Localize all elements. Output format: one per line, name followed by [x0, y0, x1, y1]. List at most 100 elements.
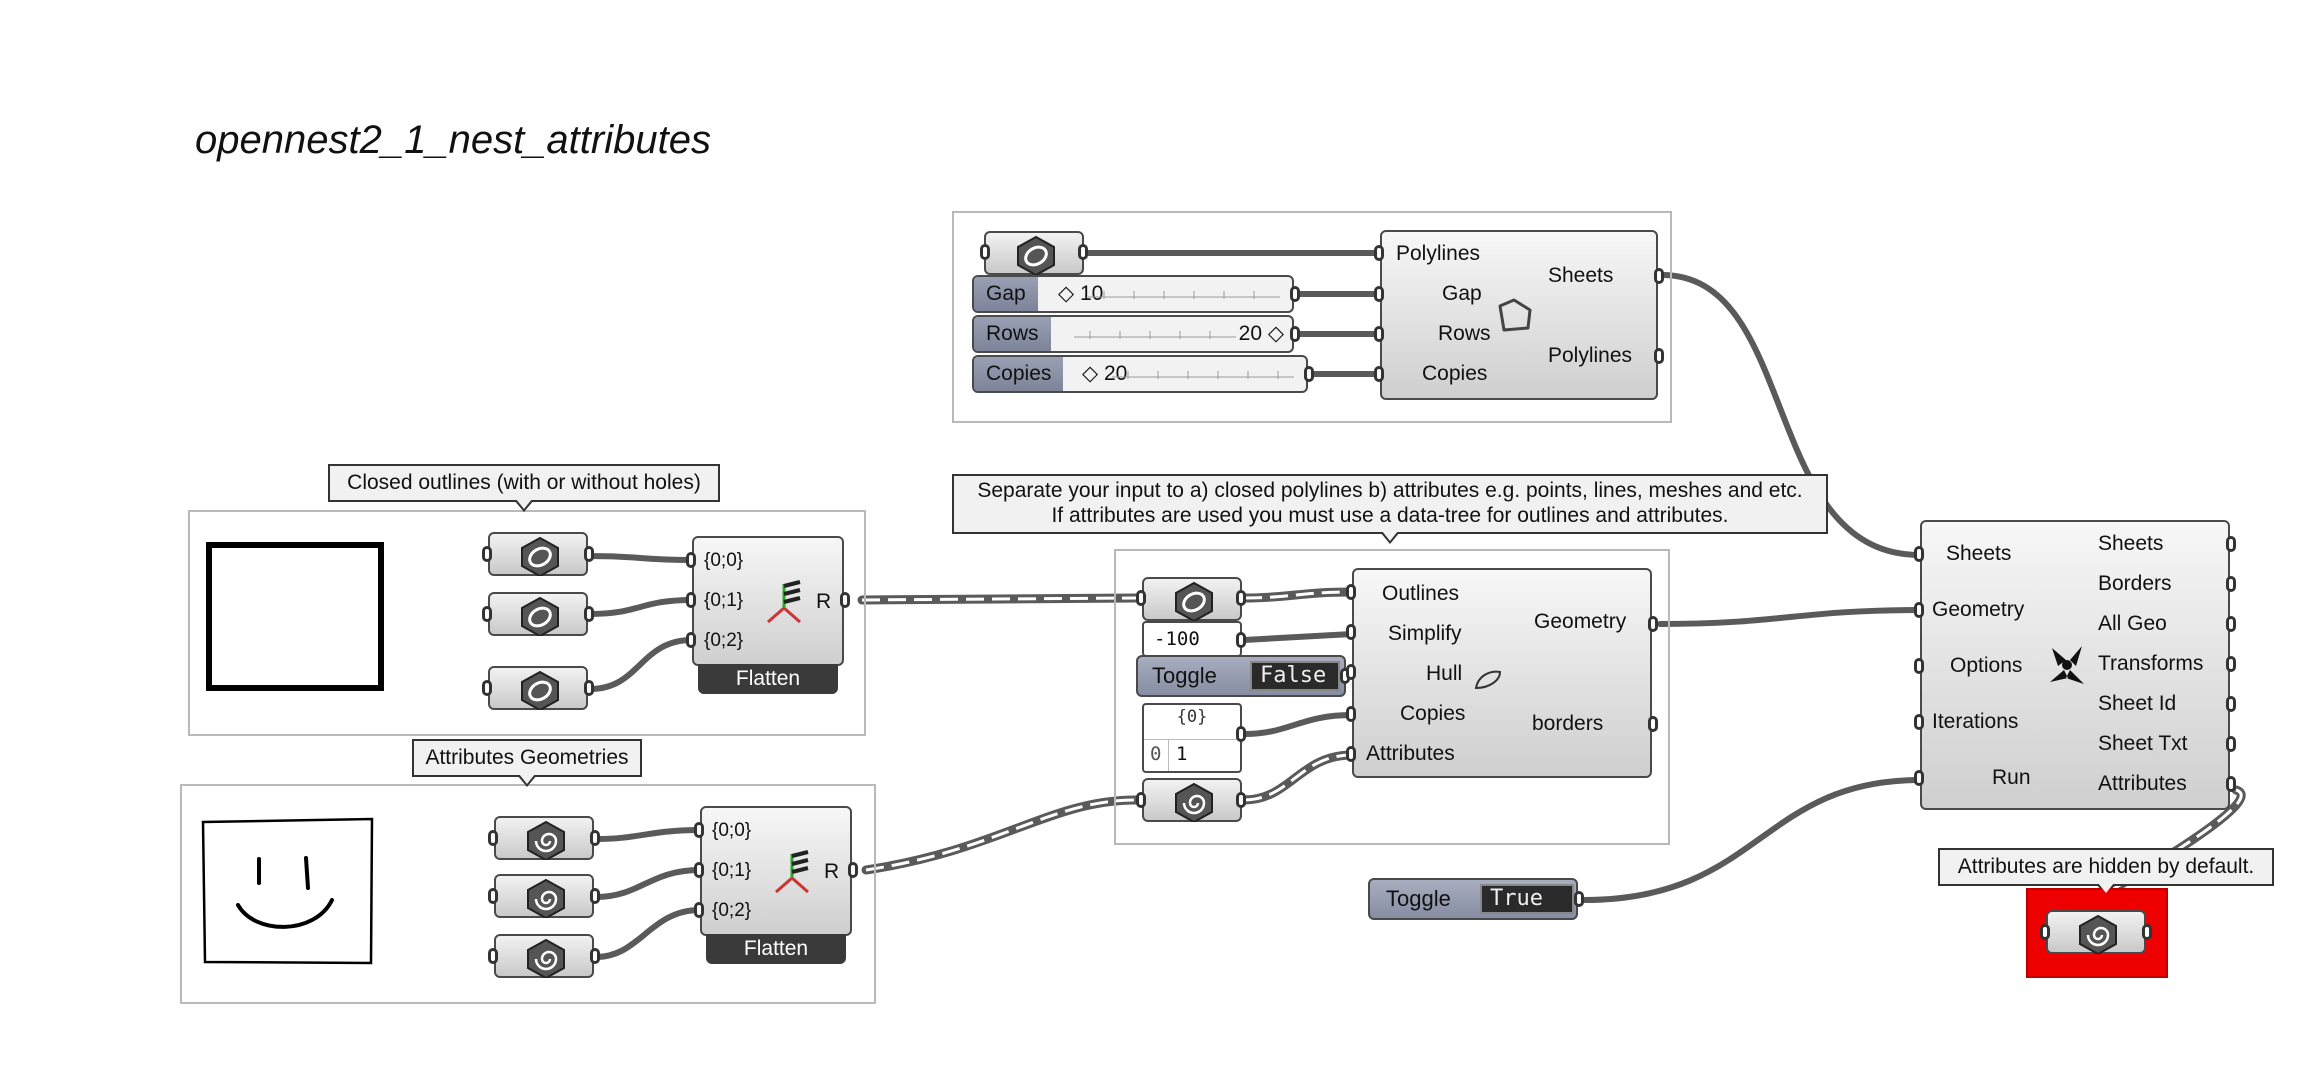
- port-in[interactable]: [482, 546, 492, 562]
- copies-slider-port[interactable]: [1304, 366, 1314, 382]
- gap-slider[interactable]: Gap ◇ 10: [972, 275, 1294, 313]
- nest-port-out-attributes[interactable]: [2226, 776, 2236, 792]
- nest-port-sheets[interactable]: [1914, 546, 1924, 562]
- simplify-number-param[interactable]: -100: [1142, 621, 1242, 657]
- flatten-top-input-2: {0;2}: [704, 630, 744, 651]
- flatten-top-port-out[interactable]: [840, 592, 850, 608]
- curve-param-outlines[interactable]: [1142, 577, 1242, 621]
- flatten-tree-icon: [767, 580, 801, 624]
- port-out[interactable]: [1236, 792, 1246, 808]
- nest-input-run: Run: [1992, 766, 2031, 789]
- copies-slider-track[interactable]: [1108, 365, 1298, 387]
- port-out[interactable]: [1078, 244, 1088, 260]
- flatten-bottom-port-out[interactable]: [848, 862, 858, 878]
- port-out[interactable]: [590, 830, 600, 846]
- sheet-port-copies[interactable]: [1374, 366, 1384, 382]
- port-in[interactable]: [1136, 590, 1146, 606]
- port-out[interactable]: [584, 546, 594, 562]
- sheet-port-out-polylines[interactable]: [1654, 348, 1664, 364]
- flatten-bottom-port-2[interactable]: [694, 902, 704, 918]
- port-in[interactable]: [1136, 792, 1146, 808]
- nest-port-out-sheets[interactable]: [2226, 536, 2236, 552]
- simplify-port-out[interactable]: [1236, 632, 1246, 648]
- nest-port-run[interactable]: [1914, 770, 1924, 786]
- geometry-port-out-geometry[interactable]: [1648, 616, 1658, 632]
- port-in[interactable]: [488, 888, 498, 904]
- curve-param-sheet[interactable]: [984, 231, 1084, 275]
- curve-param-outline-1[interactable]: [488, 532, 588, 576]
- hexagon-curve-icon: [1175, 581, 1213, 621]
- flatten-top-port-1[interactable]: [686, 592, 696, 608]
- hull-toggle-value[interactable]: False: [1250, 661, 1340, 691]
- nest-port-out-sheettxt[interactable]: [2226, 736, 2236, 752]
- curve-param-outline-3[interactable]: [488, 666, 588, 710]
- geometry-param-attr-3[interactable]: [494, 934, 594, 978]
- nest-port-out-allgeo[interactable]: [2226, 616, 2236, 632]
- rows-slider-port[interactable]: [1290, 326, 1300, 342]
- port-out[interactable]: [2142, 924, 2152, 940]
- port-in[interactable]: [2040, 924, 2050, 940]
- run-toggle[interactable]: Toggle True: [1368, 878, 1578, 920]
- sheet-port-polylines[interactable]: [1374, 245, 1384, 261]
- nest-port-iterations[interactable]: [1914, 714, 1924, 730]
- port-in[interactable]: [488, 830, 498, 846]
- nest-component[interactable]: Sheets Geometry Options Iterations Run S…: [1920, 520, 2230, 810]
- wire-curve1-to-flatten: [587, 553, 695, 563]
- sheet-port-rows[interactable]: [1374, 326, 1384, 342]
- geometry-port-out-borders[interactable]: [1648, 716, 1658, 732]
- copies-panel-port[interactable]: [1236, 726, 1246, 742]
- copies-slider[interactable]: Copies ◇ 20: [972, 355, 1308, 393]
- gap-slider-track[interactable]: [1084, 285, 1284, 307]
- nest-port-options[interactable]: [1914, 658, 1924, 674]
- flatten-bottom-port-1[interactable]: [694, 862, 704, 878]
- port-in[interactable]: [980, 244, 990, 260]
- port-out[interactable]: [1236, 590, 1246, 606]
- hull-toggle[interactable]: Toggle False: [1136, 655, 1346, 697]
- copies-panel-divider: [1144, 739, 1240, 740]
- rows-slider[interactable]: Rows 20 ◇: [972, 315, 1294, 353]
- port-out[interactable]: [584, 680, 594, 696]
- port-out[interactable]: [590, 948, 600, 964]
- hexagon-geometry-icon: [527, 878, 565, 918]
- geometry-param-attributes[interactable]: [1142, 778, 1242, 822]
- sheet-port-out-sheets[interactable]: [1654, 268, 1664, 284]
- gap-slider-port[interactable]: [1290, 286, 1300, 302]
- port-in[interactable]: [482, 680, 492, 696]
- geometry-port-outlines[interactable]: [1346, 584, 1356, 600]
- port-out[interactable]: [584, 606, 594, 622]
- geometry-port-simplify[interactable]: [1346, 624, 1356, 640]
- sheet-input-polylines: Polylines: [1396, 242, 1481, 265]
- nest-port-out-sheetid[interactable]: [2226, 696, 2236, 712]
- run-toggle-port[interactable]: [1574, 891, 1584, 907]
- copies-panel[interactable]: {0} 0 1: [1142, 703, 1242, 773]
- geometry-param-hidden-attributes[interactable]: [2046, 910, 2146, 954]
- nest-input-options: Options: [1950, 654, 2023, 677]
- flatten-top-label: Flatten: [698, 664, 838, 694]
- geometry-param-attr-2[interactable]: [494, 874, 594, 918]
- nest-port-out-borders[interactable]: [2226, 576, 2236, 592]
- flatten-top-port-0[interactable]: [686, 552, 696, 568]
- port-out[interactable]: [590, 888, 600, 904]
- nest-port-out-transforms[interactable]: [2226, 656, 2236, 672]
- note-separate-line1: Separate your input to a) closed polylin…: [977, 479, 1803, 502]
- port-in[interactable]: [482, 606, 492, 622]
- nest-output-borders: Borders: [2098, 572, 2172, 595]
- gap-slider-value: ◇ 10: [1058, 282, 1104, 305]
- run-toggle-value[interactable]: True: [1480, 884, 1574, 914]
- flatten-bottom-port-0[interactable]: [694, 822, 704, 838]
- geometry-component[interactable]: Outlines Simplify Hull Copies Attributes…: [1352, 568, 1652, 778]
- rows-slider-track[interactable]: [1070, 325, 1240, 347]
- flatten-component-bottom[interactable]: {0;0} {0;1} {0;2} R: [700, 806, 852, 936]
- geometry-output-geometry: Geometry: [1534, 610, 1627, 633]
- flatten-top-port-2[interactable]: [686, 632, 696, 648]
- geometry-param-attr-1[interactable]: [494, 816, 594, 860]
- geometry-port-copies[interactable]: [1346, 706, 1356, 722]
- geometry-port-attributes[interactable]: [1346, 746, 1356, 762]
- flatten-component-top[interactable]: {0;0} {0;1} {0;2} R: [692, 536, 844, 666]
- sheet-component[interactable]: Polylines Gap Rows Copies Sheets Polylin…: [1380, 230, 1658, 400]
- port-in[interactable]: [488, 948, 498, 964]
- sheet-port-gap[interactable]: [1374, 286, 1384, 302]
- geometry-port-hull[interactable]: [1346, 664, 1356, 680]
- curve-param-outline-2[interactable]: [488, 592, 588, 636]
- nest-port-geometry[interactable]: [1914, 602, 1924, 618]
